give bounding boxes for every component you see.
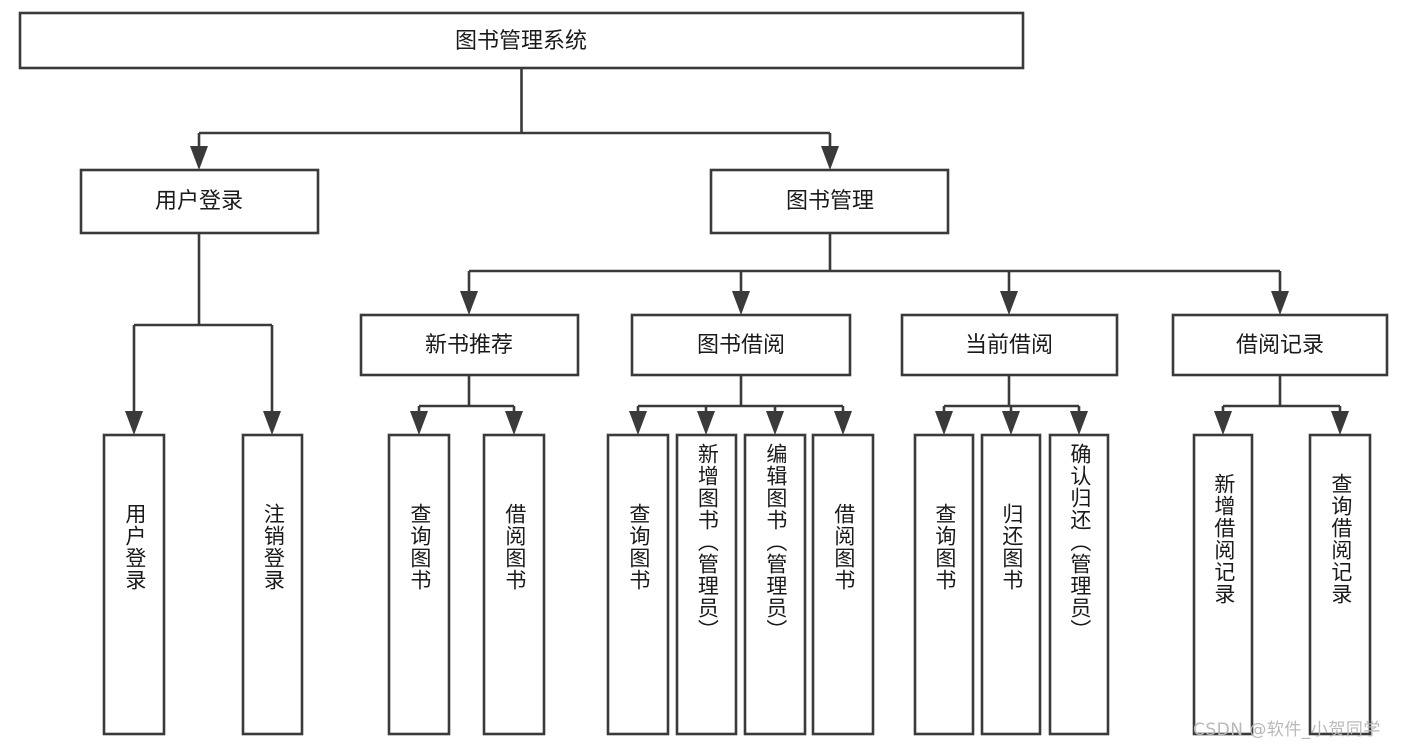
node-leaf-edit-book[interactable] <box>743 433 807 736</box>
connector-book-borrow-to-bus <box>636 375 845 415</box>
connector-root-to-level2-bus <box>197 68 832 150</box>
node-leaf-confirm-return[interactable] <box>1048 433 1110 736</box>
arrow-to-leaf-query-book-1 <box>410 411 428 435</box>
connector-user-login-to-bus <box>132 233 274 415</box>
node-leaf-user-login[interactable] <box>102 433 166 736</box>
connector-book-manage-to-level3-bus <box>467 233 1282 295</box>
arrow-to-book-manage <box>821 146 839 170</box>
arrow-to-book-borrow <box>732 291 750 315</box>
arrow-to-current-borrow <box>1000 291 1018 315</box>
node-current-borrow[interactable] <box>900 313 1119 377</box>
connector-current-borrow-to-bus <box>942 375 1081 415</box>
arrow-to-user-login <box>190 146 208 170</box>
connector-borrow-record-to-bus <box>1221 375 1342 415</box>
node-leaf-return-book[interactable] <box>980 433 1042 736</box>
node-user-login[interactable] <box>79 168 320 235</box>
arrow-to-leaf-return-book <box>1002 411 1020 435</box>
node-leaf-query-book-3[interactable] <box>913 433 975 736</box>
arrow-to-leaf-user-login <box>125 411 143 435</box>
node-leaf-query-book-1[interactable] <box>387 433 451 736</box>
node-new-book-recommend[interactable] <box>359 313 580 377</box>
node-leaf-borrow-book-1[interactable] <box>482 433 546 736</box>
connector-layer <box>125 68 1349 435</box>
node-leaf-query-record[interactable] <box>1308 433 1372 736</box>
label-user-login: 用户登录 <box>155 189 243 214</box>
node-book-manage[interactable] <box>709 168 950 235</box>
connector-new-book-recommend-to-bus <box>417 375 516 415</box>
node-leaf-add-record[interactable] <box>1192 433 1254 736</box>
node-leaf-logout-login[interactable] <box>241 433 304 736</box>
arrow-to-leaf-edit-book <box>766 411 784 435</box>
label-book-manage: 图书管理 <box>786 189 874 214</box>
horizontal-label-layer: 图书管理系统 用户登录 图书管理 新书推荐 图书借阅 当前借阅 借阅记录 <box>155 29 1324 358</box>
label-new-book-recommend: 新书推荐 <box>425 333 513 358</box>
arrow-to-leaf-borrow-book-1 <box>505 411 523 435</box>
label-current-borrow: 当前借阅 <box>965 333 1053 358</box>
label-borrow-record: 借阅记录 <box>1236 333 1324 358</box>
csdn-watermark: CSDN @软件_小贺同学 <box>1193 720 1381 740</box>
node-book-borrow[interactable] <box>630 313 852 377</box>
node-leaf-query-book-2[interactable] <box>606 433 670 736</box>
label-root: 图书管理系统 <box>455 29 587 54</box>
arrow-to-leaf-query-book-2 <box>629 411 647 435</box>
node-leaf-borrow-book-2[interactable] <box>811 433 875 736</box>
label-book-borrow: 图书借阅 <box>697 333 785 358</box>
arrow-to-leaf-borrow-book-2 <box>834 411 852 435</box>
arrow-to-leaf-add-book <box>697 411 715 435</box>
arrow-to-leaf-query-book-3 <box>935 411 953 435</box>
arrow-to-leaf-query-record <box>1331 411 1349 435</box>
node-borrow-record[interactable] <box>1171 313 1389 377</box>
arrow-to-new-book-recommend <box>460 291 478 315</box>
node-layer <box>18 11 1389 736</box>
node-leaf-add-book[interactable] <box>675 433 738 736</box>
node-root[interactable] <box>18 11 1025 70</box>
arrow-to-leaf-logout-login <box>263 411 281 435</box>
arrow-to-leaf-confirm-return <box>1070 411 1088 435</box>
arrow-to-leaf-add-record <box>1214 411 1232 435</box>
arrow-to-borrow-record <box>1271 291 1289 315</box>
